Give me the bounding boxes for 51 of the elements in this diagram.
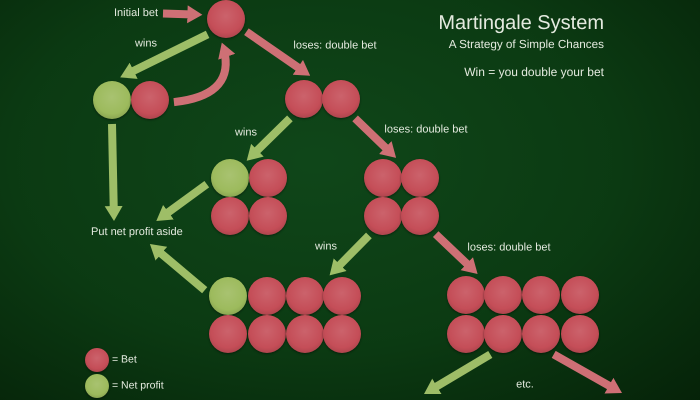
bet-chip: [285, 80, 323, 118]
diagram-title: Martingale System: [438, 11, 604, 35]
arrow: [118, 30, 210, 81]
bet-chip: [522, 315, 560, 353]
bet-chip: [323, 277, 361, 315]
arrow: [173, 41, 235, 106]
arrow: [104, 124, 123, 222]
legend-text: = Bet: [112, 354, 137, 366]
edge-label: wins: [235, 126, 257, 140]
bet-chip: [484, 276, 522, 314]
bet-chip: [364, 197, 402, 235]
note-text: etc.: [516, 378, 534, 392]
bet-chip: [286, 277, 324, 315]
profit-chip: [93, 81, 131, 119]
note-text: Win = you double your bet: [464, 65, 604, 80]
bet-chip: [561, 276, 599, 314]
edge-label: wins: [135, 37, 157, 51]
bet-chip: [322, 80, 360, 118]
arrow: [432, 231, 480, 277]
bet-chip: [522, 276, 560, 314]
bet-chip: [401, 197, 439, 235]
edge-label: wins: [315, 240, 337, 254]
bet-chip: [364, 159, 402, 197]
bet-chip: [401, 159, 439, 197]
flow-label: Put net profit aside: [91, 226, 183, 240]
bet-chip: [484, 315, 522, 353]
bet-chip: [323, 315, 361, 353]
bet-chip: [131, 81, 169, 119]
edge-label: loses: double bet: [467, 241, 551, 255]
arrow: [552, 350, 624, 396]
bet-chip: [249, 159, 287, 197]
bet-chip: [561, 315, 599, 353]
arrow: [352, 116, 399, 161]
legend-text: = Net profit: [112, 380, 164, 392]
bet-chip: [211, 197, 249, 235]
edge-label: loses: double bet: [293, 39, 377, 53]
profit-chip: [209, 277, 247, 315]
edge-label: loses: double bet: [384, 123, 468, 137]
bet-chip: [447, 276, 485, 314]
arrow: [162, 5, 203, 24]
flow-label: Initial bet: [114, 7, 158, 20]
bet-chip: [207, 0, 245, 38]
bet-chip: [286, 315, 324, 353]
subtitle: A Strategy of Simple Chances: [448, 38, 604, 52]
arrow: [326, 232, 372, 278]
profit-chip: [211, 159, 249, 197]
bet-chip: [209, 315, 247, 353]
bet-chip: [248, 277, 286, 315]
bet-chip: [249, 197, 287, 235]
bet-chip: [248, 315, 286, 353]
bet-chip: [447, 315, 485, 353]
